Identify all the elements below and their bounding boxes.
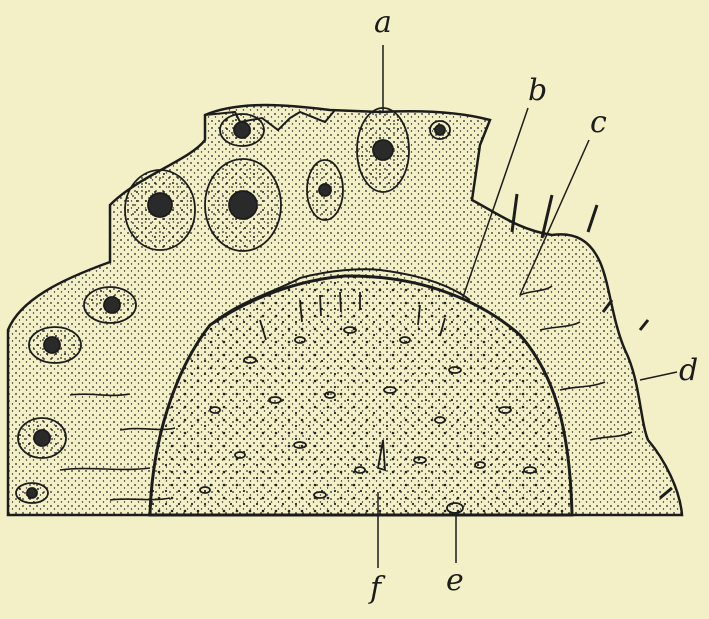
label-b: b <box>528 73 547 108</box>
label-e: e <box>446 563 464 598</box>
label-f: f <box>368 571 386 606</box>
label-a: a <box>374 5 392 40</box>
label-d: d <box>679 353 698 388</box>
label-c: c <box>590 105 607 140</box>
